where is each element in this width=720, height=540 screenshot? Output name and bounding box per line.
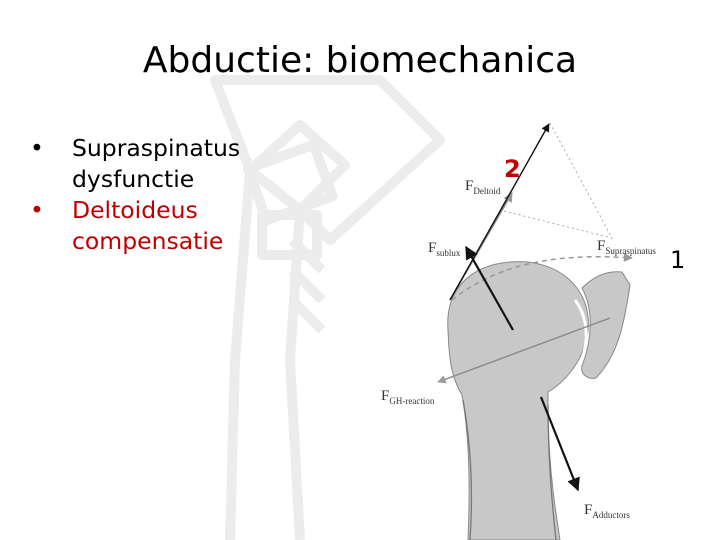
force-label-adductors: FAdductors: [584, 502, 630, 520]
bullet-line: compensatie: [72, 227, 224, 255]
marker-1: 1: [670, 246, 685, 274]
bullet-dot-icon: •: [30, 134, 44, 162]
bullet-dot-icon: •: [30, 196, 44, 224]
bullet-line: Deltoideus: [72, 196, 198, 224]
force-label-supraspinatus: FSupraspinatus: [597, 238, 656, 256]
slide-title: Abductie: biomechanica: [142, 40, 578, 81]
humerus-bone: [447, 261, 589, 540]
force-label-gh-reaction: FGH-reaction: [381, 388, 435, 406]
glenoid: [581, 271, 631, 379]
bullet-item: • Supraspinatus dysfunctie: [30, 133, 310, 195]
bullet-line: dysfunctie: [72, 165, 195, 193]
bullet-list: • Supraspinatus dysfunctie • Deltoideus …: [30, 133, 310, 257]
bullet-item: • Deltoideus compensatie: [30, 195, 310, 257]
marker-2: 2: [504, 155, 521, 183]
force-label-deltoid: FDeltoid: [465, 178, 501, 196]
force-label-sublux: Fsublux: [428, 240, 461, 258]
bullet-line: Supraspinatus: [72, 134, 241, 162]
